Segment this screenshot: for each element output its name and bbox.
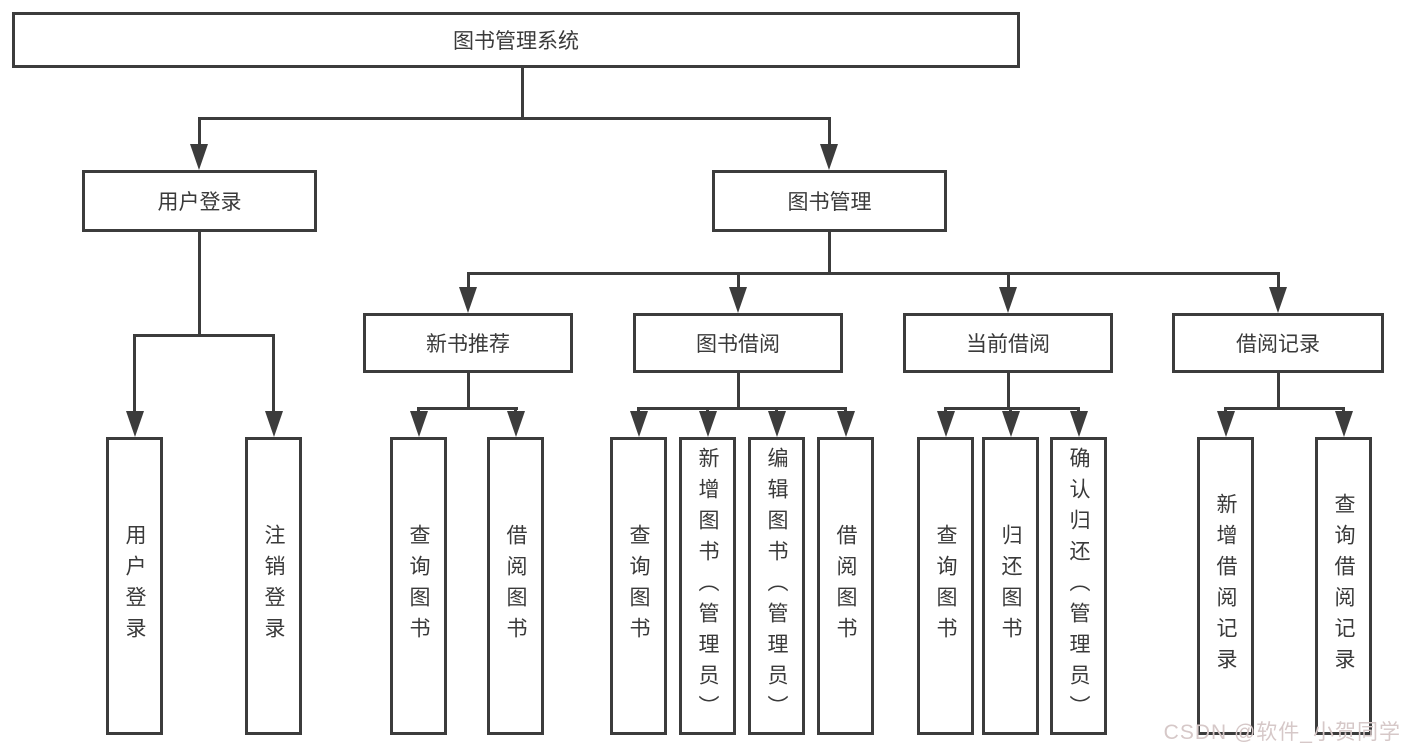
connector-line: [1224, 406, 1345, 410]
leaf-label: 新增借阅记录: [1214, 493, 1237, 679]
arrow-down-icon: [729, 287, 747, 313]
connector-line: [197, 232, 201, 335]
leaf-label: 查询图书: [627, 524, 650, 648]
arrow-down-icon: [264, 411, 283, 437]
connector-line: [1006, 273, 1010, 291]
connector-line: [1006, 373, 1010, 408]
arrow-down-icon: [1269, 287, 1287, 313]
connector-line: [272, 335, 275, 415]
arrow-down-icon: [698, 411, 717, 437]
leaf-confirm-return-admin: 确认归还（管理员）: [1050, 437, 1107, 735]
arrow-down-icon: [125, 411, 144, 437]
connector-line: [827, 232, 831, 273]
connector-line: [197, 118, 201, 148]
connector-line: [520, 68, 524, 118]
leaf-label: 确认归还（管理员）: [1067, 446, 1090, 726]
leaf-borrow-books-recommend: 借阅图书: [487, 437, 544, 735]
leaf-label: 查询借阅记录: [1332, 493, 1355, 679]
arrow-down-icon: [409, 411, 428, 437]
leaf-label: 编辑图书（管理员）: [765, 446, 788, 726]
leaf-label: 查询图书: [407, 524, 430, 648]
arrow-down-icon: [1069, 411, 1088, 437]
leaf-add-borrow-record: 新增借阅记录: [1197, 437, 1254, 735]
leaf-label: 用户登录: [123, 524, 146, 648]
node-book-management: 图书管理: [712, 170, 947, 232]
node-user-login: 用户登录: [82, 170, 317, 232]
connector-line: [197, 116, 831, 120]
leaf-borrow-books: 借阅图书: [817, 437, 874, 735]
connector-line: [466, 271, 1280, 275]
connector-line: [417, 406, 518, 410]
arrow-down-icon: [767, 411, 786, 437]
connector-line: [736, 373, 740, 408]
arrow-down-icon: [1001, 411, 1020, 437]
leaf-user-login: 用户登录: [106, 437, 163, 735]
leaf-query-books-recommend: 查询图书: [390, 437, 447, 735]
connector-line: [1276, 273, 1280, 291]
arrow-down-icon: [1334, 411, 1353, 437]
leaf-label: 借阅图书: [834, 524, 857, 648]
leaf-logout: 注销登录: [245, 437, 302, 735]
node-book-borrow: 图书借阅: [633, 313, 843, 373]
arrow-down-icon: [1216, 411, 1235, 437]
node-borrow-records: 借阅记录: [1172, 313, 1384, 373]
connector-line: [1276, 373, 1280, 408]
leaf-return-books: 归还图书: [982, 437, 1039, 735]
arrow-down-icon: [190, 144, 208, 170]
leaf-add-books-admin: 新增图书（管理员）: [679, 437, 736, 735]
connector-line: [637, 406, 847, 410]
arrow-down-icon: [936, 411, 955, 437]
arrow-down-icon: [506, 411, 525, 437]
connector-line: [944, 406, 1080, 410]
leaf-query-borrow-record: 查询借阅记录: [1315, 437, 1372, 735]
node-new-book-recommend: 新书推荐: [363, 313, 573, 373]
node-library-management-system: 图书管理系统: [12, 12, 1020, 68]
connector-line: [827, 118, 831, 148]
arrow-down-icon: [836, 411, 855, 437]
leaf-query-books-borrow: 查询图书: [610, 437, 667, 735]
leaf-label: 借阅图书: [504, 524, 527, 648]
node-current-borrow: 当前借阅: [903, 313, 1113, 373]
connector-line: [466, 373, 470, 408]
arrow-down-icon: [459, 287, 477, 313]
leaf-query-books-current: 查询图书: [917, 437, 974, 735]
leaf-label: 归还图书: [999, 524, 1022, 648]
leaf-label: 新增图书（管理员）: [696, 446, 719, 726]
connector-line: [736, 273, 740, 291]
connector-line: [466, 273, 470, 291]
arrow-down-icon: [999, 287, 1017, 313]
arrow-down-icon: [820, 144, 838, 170]
connector-line: [133, 335, 136, 415]
connector-line: [133, 333, 275, 337]
arrow-down-icon: [629, 411, 648, 437]
csdn-watermark: CSDN @软件_小贺同学: [1163, 721, 1401, 744]
leaf-edit-books-admin: 编辑图书（管理员）: [748, 437, 805, 735]
leaf-label: 注销登录: [262, 524, 285, 648]
leaf-label: 查询图书: [934, 524, 957, 648]
